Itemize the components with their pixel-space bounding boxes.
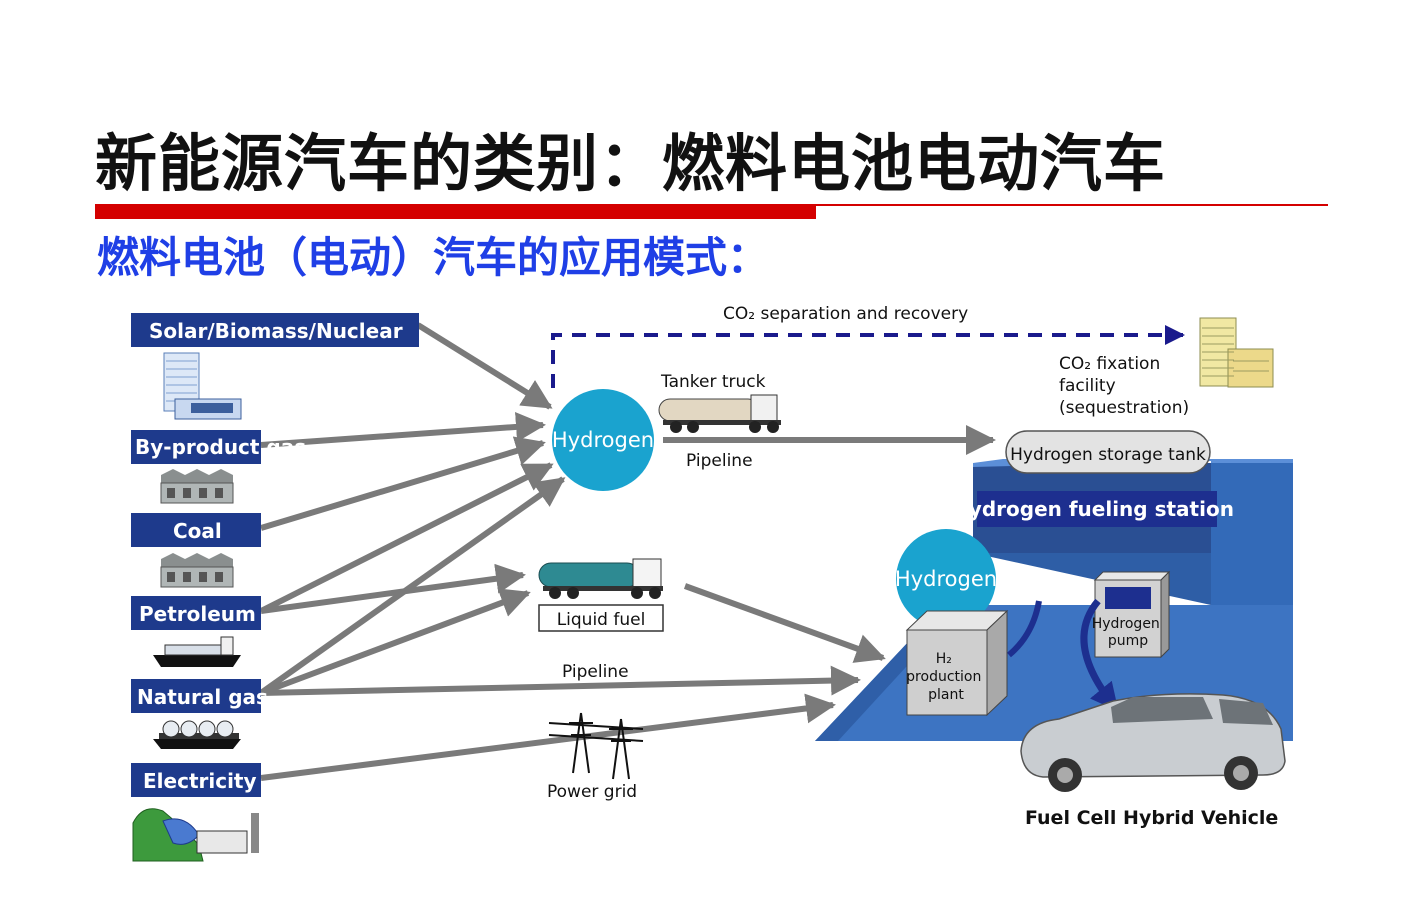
svg-text:By-product gas: By-product gas: [135, 435, 306, 459]
hydro-dam-icon: [132, 808, 259, 862]
svg-text:Hydrogen pump: Hydrogen pump: [1092, 616, 1165, 649]
fuel-cell-vehicle-icon: [1020, 693, 1286, 792]
tanker-truck-icon: [658, 394, 781, 433]
power-plant-icon: [163, 352, 242, 420]
tanker-truck-label: Tanker truck: [660, 372, 766, 392]
factory-icon: [160, 553, 234, 588]
arrow-coal-to-hydrogen: [260, 436, 546, 531]
h2-production-plant: H₂ production plant: [905, 609, 1009, 717]
plant-to-pump-flow: [1007, 600, 1042, 658]
svg-text:Electricity: Electricity: [143, 769, 257, 793]
lng-ship-icon: [153, 720, 241, 749]
pipeline-top-label: Pipeline: [686, 451, 753, 471]
pump-to-vehicle-arrow: [1080, 598, 1119, 712]
liquid-fuel-label-box: Liquid fuel: [538, 604, 664, 632]
arrow-naturalgas-to-liquid-fuel: [259, 588, 531, 696]
title-underline-accent: [95, 205, 816, 219]
svg-text:Petroleum: Petroleum: [139, 602, 256, 626]
co2-fixation-label: CO₂ fixation facility (sequestration): [1059, 354, 1189, 418]
co2-separation-label: CO₂ separation and recovery: [723, 304, 968, 324]
co2-facility-icon: [1199, 317, 1274, 388]
arrow-electricity-power-grid: [260, 693, 836, 781]
hydrogen-station-node: Hydrogen: [895, 529, 997, 629]
svg-text:Liquid fuel: Liquid fuel: [557, 610, 646, 630]
arrow-byproduct-to-hydrogen: [260, 411, 546, 448]
svg-text:Hydrogen storage tank: Hydrogen storage tank: [1010, 445, 1206, 465]
power-grid-label: Power grid: [547, 782, 637, 802]
pipeline-bottom-label: Pipeline: [562, 662, 629, 682]
svg-text:Coal: Coal: [173, 519, 222, 543]
subtitle: 燃料电池（电动）汽车的应用模式：: [97, 233, 770, 282]
svg-text:Hydrogen: Hydrogen: [552, 428, 654, 452]
source-petroleum: Petroleum: [131, 596, 261, 630]
source-electricity: Electricity: [131, 763, 261, 797]
tanker-ship-icon: [153, 636, 241, 667]
source-coal: Coal: [131, 513, 261, 547]
co2-recovery-line: CO₂ separation and recovery: [551, 304, 1185, 388]
svg-text:Solar/Biomass/Nuclear: Solar/Biomass/Nuclear: [149, 319, 403, 343]
arrow-liquid-fuel-to-station: [683, 583, 886, 663]
arrow-petroleum-to-hydrogen: [259, 462, 554, 614]
svg-text:Hydrogen: Hydrogen: [895, 567, 997, 591]
svg-text:Natural gas: Natural gas: [137, 685, 268, 709]
arrow-naturalgas-to-hydrogen: [259, 476, 566, 696]
liquid-fuel-truck-icon: [538, 558, 663, 599]
fueling-station-sign: Hydrogen fueling station: [952, 491, 1234, 527]
arrow-naturalgas-pipeline: [260, 665, 861, 696]
hydrogen-application-diagram: CO₂ separation and recovery CO₂ fixation…: [131, 304, 1293, 862]
source-byproduct-gas: By-product gas: [131, 430, 306, 464]
power-grid-tower-icon: [548, 712, 644, 780]
arrow-petroleum-to-liquid-fuel: [260, 563, 526, 614]
arrow-solar-to-hydrogen: [416, 322, 553, 410]
svg-text:Hydrogen fueling station: Hydrogen fueling station: [952, 497, 1234, 521]
source-natural-gas: Natural gas: [131, 679, 268, 713]
svg-text:H₂ production plan: H₂ production plant: [906, 651, 986, 703]
flow-arrows: [259, 322, 996, 781]
page-title: 新能源汽车的类别：燃料电池电动汽车: [95, 127, 1167, 200]
hydrogen-pump: Hydrogen pump: [1092, 570, 1171, 659]
hydrogen-center-node: Hydrogen: [552, 389, 654, 491]
source-solar: Solar/Biomass/Nuclear: [131, 313, 419, 347]
factory-icon: [160, 469, 234, 504]
vehicle-label: Fuel Cell Hybrid Vehicle: [1025, 807, 1278, 829]
storage-tank: Hydrogen storage tank: [1005, 430, 1211, 474]
